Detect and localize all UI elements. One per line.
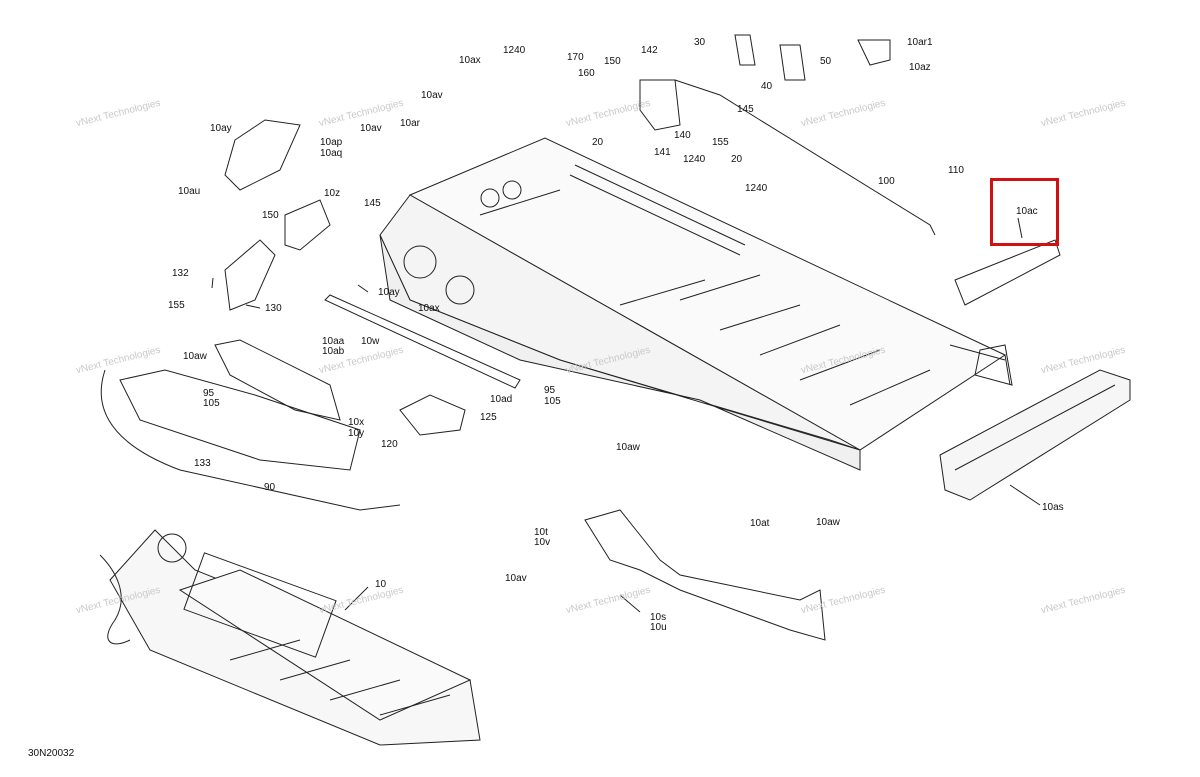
part-label: 10ay <box>378 287 400 298</box>
bar-90 <box>100 369 401 511</box>
part-label: 155 <box>168 300 185 311</box>
part-label: 150 <box>262 210 279 221</box>
part-label: 10x <box>348 417 365 428</box>
part-label: 141 <box>654 147 671 158</box>
part-label: 10ay <box>210 123 232 134</box>
part-label: 10v <box>534 537 551 548</box>
part-label-10ac: 10ac <box>1016 206 1038 217</box>
bracket-40 <box>779 44 806 81</box>
part-label: 10aw <box>616 442 640 453</box>
part-label: 10 <box>375 579 387 590</box>
part-label: 10ab <box>322 346 345 357</box>
part-label: 10ax <box>418 303 440 314</box>
bracket-130 <box>224 239 276 311</box>
part-label: 10ar1 <box>907 37 933 48</box>
bracket-10ar1 <box>857 39 891 66</box>
part-label: 133 <box>194 458 211 469</box>
part-label: 10az <box>909 62 931 73</box>
diagram-code: 30N20032 <box>28 748 75 759</box>
part-label: 10aa <box>322 336 345 347</box>
bracket-10z <box>284 199 331 251</box>
part-label: 10ad <box>490 394 513 405</box>
part-label: 10at <box>750 518 770 529</box>
footrest-120 <box>399 394 466 436</box>
part-label: 20 <box>592 137 604 148</box>
part-label: 142 <box>641 45 658 56</box>
part-label: 10s <box>650 612 667 623</box>
part-label: 10t <box>534 527 548 538</box>
strip-10ay <box>324 294 521 389</box>
part-label: 125 <box>480 412 497 423</box>
assembled-tunnel-view <box>99 529 481 746</box>
part-label: 10ap <box>320 137 343 148</box>
part-label: 1240 <box>745 183 768 194</box>
part-label: 155 <box>712 137 729 148</box>
rail-100 <box>674 79 936 236</box>
part-label: 105 <box>203 398 220 409</box>
part-label: 10w <box>361 336 380 347</box>
extrusion-10as <box>939 369 1131 501</box>
part-label: 1240 <box>683 154 706 165</box>
part-label: 10av <box>505 573 527 584</box>
highlight-box <box>990 178 1059 246</box>
part-label: 10aw <box>816 517 840 528</box>
part-label: 10ar <box>400 118 421 129</box>
part-label: 120 <box>381 439 398 450</box>
part-label: 1240 <box>503 45 526 56</box>
part-label: 10au <box>178 186 201 197</box>
bracket-10ap <box>224 119 301 191</box>
side-plate-10s <box>584 509 826 641</box>
part-label: 20 <box>731 154 743 165</box>
skid-plate <box>119 369 361 471</box>
part-label: 10as <box>1042 502 1064 513</box>
part-label: 30 <box>694 37 706 48</box>
part-label: 10aq <box>320 148 343 159</box>
part-10ac <box>954 239 1061 306</box>
part-label: 160 <box>578 68 595 79</box>
bracket-142 <box>639 79 681 131</box>
main-tunnel-frame <box>379 137 1013 471</box>
part-label: 10z <box>324 188 341 199</box>
part-label: 95 <box>203 388 215 399</box>
part-label: 10ax <box>459 55 481 66</box>
bracket-30 <box>734 34 756 66</box>
part-label: 145 <box>364 198 381 209</box>
part-label: 150 <box>604 56 621 67</box>
part-label: 100 <box>878 176 895 187</box>
part-label: 40 <box>761 81 773 92</box>
part-label: 140 <box>674 130 691 141</box>
bracket-10aa <box>214 339 341 421</box>
part-label: 145 <box>737 104 754 115</box>
part-label: 130 <box>265 303 282 314</box>
part-label: 170 <box>567 52 584 63</box>
part-label: 132 <box>172 268 189 279</box>
part-label: 10y <box>348 428 365 439</box>
part-label: 95 <box>544 385 556 396</box>
part-label: 10u <box>650 622 667 633</box>
part-label: 105 <box>544 396 561 407</box>
part-label: 110 <box>948 165 964 176</box>
part-label: 10aw <box>183 351 207 362</box>
part-label: 10av <box>421 90 443 101</box>
part-label: 90 <box>264 482 276 493</box>
part-label: 50 <box>820 56 832 67</box>
part-label: 10av <box>360 123 382 134</box>
